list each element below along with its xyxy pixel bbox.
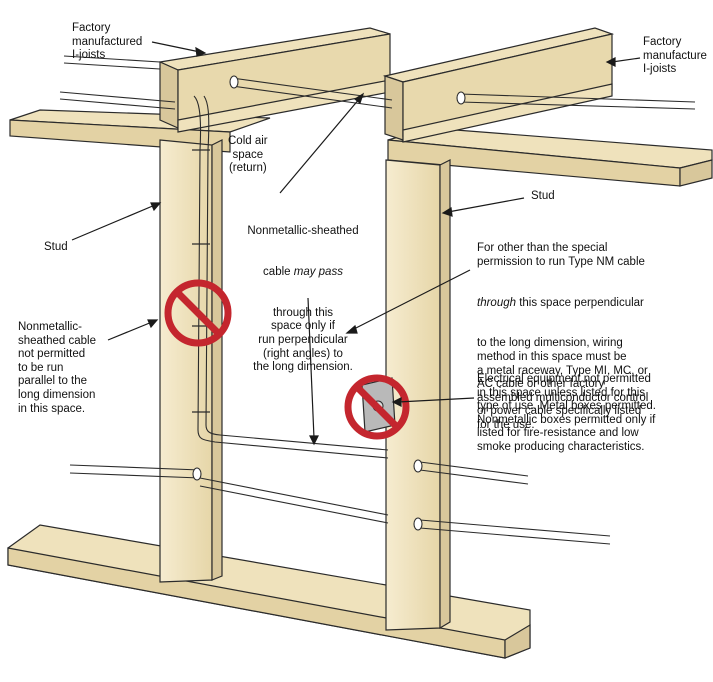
label-nm-may-pass-line2: cable may pass <box>228 266 378 280</box>
label-special-permission: For other than the special permission to… <box>477 215 648 446</box>
label-special-permission-perpendicular: this space perpendicular <box>516 296 644 309</box>
stud-right <box>385 159 451 631</box>
label-nm-may-pass-cable: cable <box>263 265 294 278</box>
label-nm-may-pass: Nonmetallic-sheathed cable may pass thro… <box>228 198 378 388</box>
prohibit-icon <box>164 279 232 347</box>
label-nm-may-pass-rest: through this space only if run perpendic… <box>253 306 353 374</box>
label-nm-may-pass-line1: Nonmetallic-sheathed <box>247 225 359 238</box>
label-special-permission-rest: to the long dimension, wiring method in … <box>477 337 649 431</box>
label-stud-right: Stud <box>531 190 555 202</box>
label-nm-may-pass-emphasis: may pass <box>293 265 343 278</box>
label-nm-not-parallel: Nonmetallic- sheathed cable not permitte… <box>18 321 97 415</box>
i-joist-left <box>157 27 391 133</box>
leader-arrows <box>71 41 641 446</box>
top-plate-right <box>387 127 713 187</box>
bottom-plate <box>7 524 531 659</box>
stud-left <box>159 139 223 583</box>
label-cold-air-space: Cold air space (return) <box>228 135 268 175</box>
label-ijoists-left: Factory manufactured I-joists <box>72 22 143 62</box>
prohibit-icon <box>344 374 410 440</box>
label-ijoists-right: Factory manufacture I-joists <box>643 36 707 76</box>
label-electrical-equipment: Electrical equipment not permitted in th… <box>477 373 656 453</box>
label-stud-left: Stud <box>44 241 68 253</box>
cables <box>59 55 696 545</box>
label-special-permission-line3: through this space perpendicular <box>477 297 648 311</box>
label-special-permission-intro: For other than the special permission to… <box>477 242 645 268</box>
i-joist-right <box>382 27 615 143</box>
label-special-permission-emphasis: through <box>477 296 517 309</box>
